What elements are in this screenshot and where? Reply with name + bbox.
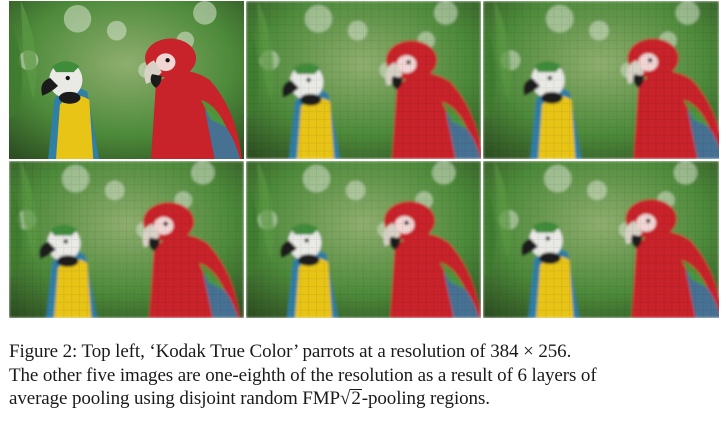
caption-line-3-suffix: -pooling regions. xyxy=(361,388,490,409)
figure-caption: Figure 2: Top left, ‘Kodak True Color’ p… xyxy=(9,340,721,411)
parrot-figure-grid xyxy=(9,1,721,320)
scene-original xyxy=(9,1,244,159)
parrot-image-pooled-1 xyxy=(246,1,481,159)
parrot-image-pooled-3 xyxy=(9,161,244,318)
sqrt-radicand: 2 xyxy=(350,388,362,409)
parrot-image-original xyxy=(9,1,244,159)
parrot-image-pooled-5 xyxy=(483,161,719,318)
panel-original xyxy=(9,1,246,161)
caption-line-3: average pooling using disjoint random FM… xyxy=(9,387,721,411)
caption-line-1: Figure 2: Top left, ‘Kodak True Color’ p… xyxy=(9,341,572,362)
sqrt-two: √2 xyxy=(340,387,362,411)
panel-pooled-3 xyxy=(9,161,246,320)
panel-pooled-4 xyxy=(246,161,483,320)
panel-pooled-2 xyxy=(483,1,721,161)
parrot-image-pooled-2 xyxy=(483,1,719,159)
sqrt-symbol: √ xyxy=(340,388,351,409)
panel-pooled-5 xyxy=(483,161,721,320)
panel-pooled-1 xyxy=(246,1,483,161)
parrot-image-pooled-4 xyxy=(246,161,481,318)
caption-line-2: The other five images are one-eighth of … xyxy=(9,364,597,386)
caption-line-3-prefix: average pooling using disjoint random FM… xyxy=(9,388,341,409)
